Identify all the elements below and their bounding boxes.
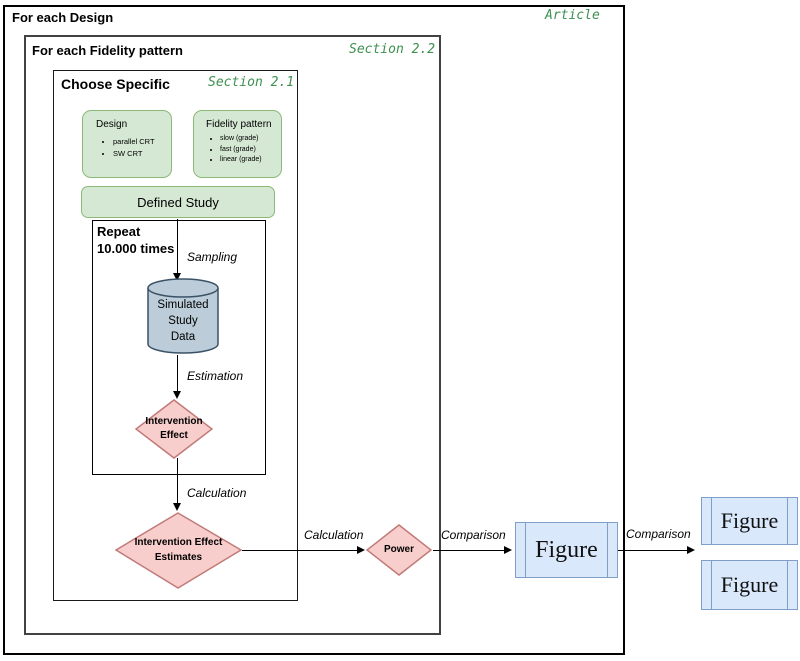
arrow-comparison-line [433,550,506,551]
arrow-comparison2-line [618,550,689,551]
defined-study-node: Defined Study [81,186,275,218]
fidelity-pattern-options-title: Fidelity pattern [206,119,272,130]
edge-label-comparison2: Comparison [626,527,691,541]
arrow-right-icon [357,546,365,554]
intervention-effect-node: Intervention Effect [135,399,213,459]
edge-label-sampling: Sampling [187,250,238,264]
for-each-design-frame [3,5,625,655]
edge-label-estimation: Estimation [187,369,244,383]
intervention-effect-text: Intervention Effect [135,399,213,459]
design-options-list: parallel CRT SW CRT [113,136,171,159]
figure-node-bottom-right: Figure [701,560,798,610]
choose-specific-label: Choose Specific [61,76,170,92]
fidelity-pattern-options-list: slow (grade) fast (grade) linear (grade) [220,134,281,166]
repeat-frame [92,220,266,475]
for-each-fidelity-label: For each Fidelity pattern [32,43,183,58]
repeat-label-line1: Repeat [97,224,141,239]
arrow-calculation2-line [242,550,359,551]
list-item: slow (grade) [220,134,281,145]
figure-node-mid: Figure [515,522,618,578]
list-item: SW CRT [113,148,171,160]
database-line2: Study [168,314,198,327]
intervention-effect-estimates-text: Intervention Effect Estimates [115,512,242,589]
list-item: linear (grade) [220,155,281,166]
power-text: Power [383,543,414,555]
repeat-label-line2: 10.000 times [97,240,175,256]
section-2-2-tag: Section 2.2 [349,42,436,57]
list-item: fast (grade) [220,145,281,156]
edge-label-comparison: Comparison [441,528,506,542]
arrow-sampling-line [177,219,178,275]
edge-label-calculation2: Calculation [304,528,364,542]
database-node-text: Simulated Study Data [147,298,219,346]
database-line1: Simulated [157,299,209,311]
arrow-down-icon [173,503,181,511]
arrow-right-icon [504,546,512,554]
for-each-fidelity-frame [24,35,441,635]
fidelity-pattern-options-box: Fidelity pattern slow (grade) fast (grad… [193,110,282,178]
power-node: Power [366,524,432,576]
section-2-1-tag: Section 2.1 [208,75,295,90]
choose-specific-frame [53,70,298,601]
node-line2: Estimates [154,551,203,563]
arrow-estimation-line [177,355,178,393]
design-options-box: Design parallel CRT SW CRT [82,110,172,178]
for-each-design-label: For each Design [12,10,114,25]
database-cylinder-icon [147,278,219,354]
node-line1: Intervention Effect [134,537,223,548]
edge-label-calculation: Calculation [187,486,247,500]
arrow-down-icon [173,391,181,399]
article-tag: Article [545,8,600,23]
figure-node-top-right: Figure [701,497,798,545]
repeat-label: Repeat 10.000 times [97,224,174,258]
list-item: parallel CRT [113,136,171,148]
design-options-title: Design [96,119,128,130]
arrow-right-icon [687,546,695,554]
database-line3: Data [170,330,196,343]
intervention-effect-estimates-node: Intervention Effect Estimates [115,512,242,589]
arrow-calculation-line [177,458,178,504]
arrow-down-icon [173,273,181,281]
node-line2: Effect [160,430,188,441]
node-line1: Intervention [145,415,203,427]
